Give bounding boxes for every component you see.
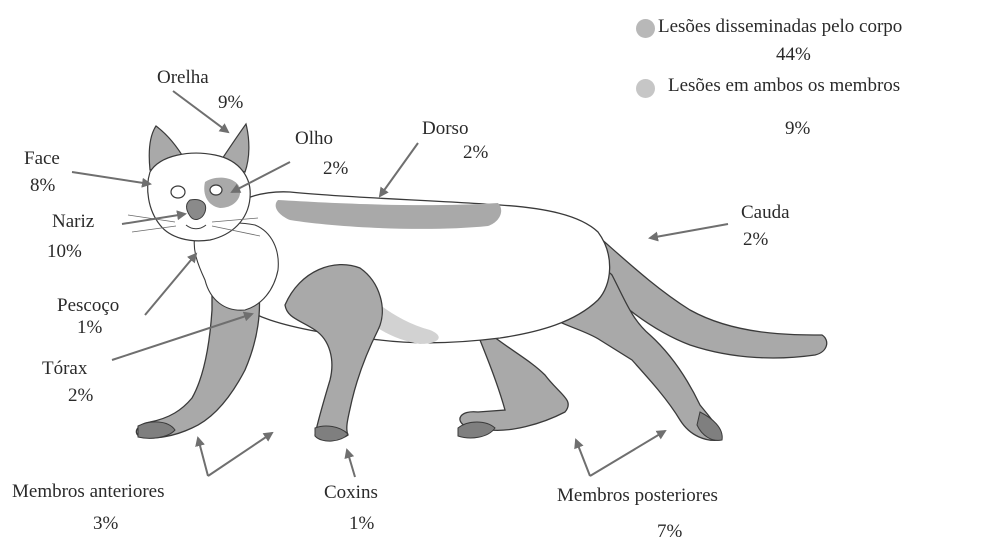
cat-hind-leg-far	[460, 330, 568, 430]
value-membros-anteriores: 3%	[93, 513, 118, 535]
arrow-dorso	[380, 143, 418, 196]
value-torax: 2%	[68, 385, 93, 407]
label-dorso: Dorso	[422, 118, 468, 140]
arrow-cauda	[650, 224, 728, 238]
value-olho: 2%	[323, 158, 348, 180]
label-membros-posteriores: Membros posteriores	[557, 485, 718, 507]
value-membros-posteriores: 7%	[657, 521, 682, 543]
value-pescoco: 1%	[77, 317, 102, 339]
legend-dot-disseminated	[636, 19, 655, 38]
label-torax: Tórax	[42, 358, 87, 380]
cat-front-leg-near	[285, 265, 382, 440]
legend-label-disseminated: Lesões disseminadas pelo corpo	[658, 16, 902, 38]
arrow-coxins	[347, 450, 355, 477]
cat-eye-left	[171, 186, 185, 198]
label-membros-anteriores: Membros anteriores	[12, 481, 164, 503]
cat-hind-paw-far	[458, 422, 495, 438]
value-nariz: 10%	[47, 241, 82, 263]
cat-eye-right	[210, 185, 222, 195]
arrow-membros-anteriores-a	[198, 438, 208, 476]
label-face: Face	[24, 148, 60, 170]
label-pescoco: Pescoço	[57, 295, 119, 317]
legend-dot-both-limbs	[636, 79, 655, 98]
value-face: 8%	[30, 175, 55, 197]
label-olho: Olho	[295, 128, 333, 150]
arrow-membros-posteriores-b	[590, 431, 665, 476]
arrow-membros-posteriores-a	[576, 440, 590, 476]
arrow-membros-anteriores-b	[208, 433, 272, 476]
value-coxins: 1%	[349, 513, 374, 535]
legend-value-both-limbs: 9%	[785, 118, 810, 140]
label-nariz: Nariz	[52, 211, 94, 233]
arrow-face	[72, 172, 150, 184]
label-orelha: Orelha	[157, 67, 209, 89]
label-coxins: Coxins	[324, 482, 378, 504]
legend-value-disseminated: 44%	[776, 44, 811, 66]
value-cauda: 2%	[743, 229, 768, 251]
legend-label-both-limbs: Lesões em ambos os membros	[668, 75, 900, 97]
value-orelha: 9%	[218, 92, 243, 114]
arrow-pescoco	[145, 254, 196, 315]
label-cauda: Cauda	[741, 202, 790, 224]
value-dorso: 2%	[463, 142, 488, 164]
